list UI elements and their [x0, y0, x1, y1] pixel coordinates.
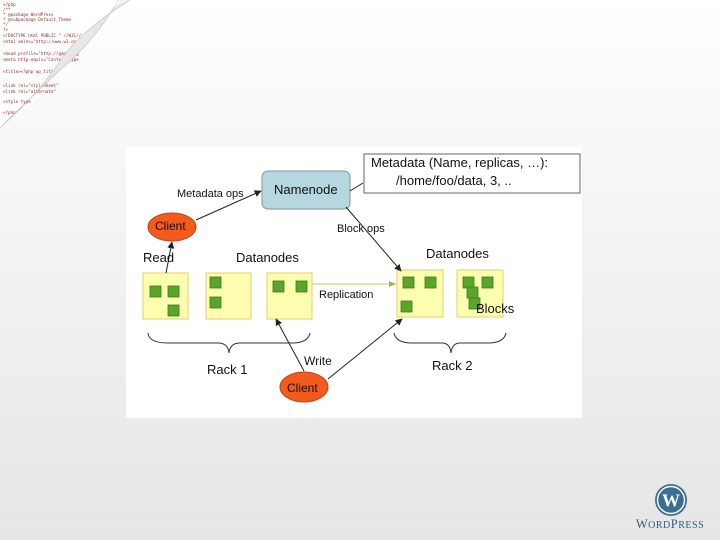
page-curl: <?php /** * @package WordPress * @subpac…	[0, 0, 130, 129]
block	[149, 285, 162, 298]
block	[424, 276, 437, 289]
rack2-label: Rack 2	[432, 358, 473, 373]
block	[295, 280, 308, 293]
curl-code-line: <?php	[3, 2, 16, 7]
block	[462, 276, 475, 289]
curl-code-line: <style type	[3, 99, 31, 104]
client-top-label: Client	[155, 219, 186, 233]
block	[400, 300, 413, 313]
curl-code-line: <link rel="stylesheet"	[3, 83, 58, 88]
block-ops-label: Block ops	[337, 223, 385, 235]
curl-code-line: <title><?php wp_title	[3, 69, 56, 74]
curl-code-line: <meta http-equiv="Content-Type	[3, 57, 79, 62]
arrow-read	[165, 241, 175, 274]
block	[209, 296, 222, 309]
connector-namenode-metadata	[349, 182, 364, 192]
replication-label: Replication	[319, 289, 374, 301]
wordmark-ord: ORD	[648, 520, 671, 531]
namenode-label: Namenode	[274, 182, 338, 197]
read-label: Read	[143, 250, 175, 265]
curl-code-line: <!DOCTYPE html PUBLIC "-//W3C//	[3, 33, 82, 38]
blocks-label: Blocks	[476, 301, 515, 316]
rack1-label: Rack 1	[207, 362, 248, 377]
svg-text:W: W	[662, 491, 680, 511]
write-label: Write	[304, 354, 332, 368]
metadata-box	[363, 153, 581, 194]
wordpress-wordmark: WORDPRESS	[631, 517, 709, 532]
curl-code-line: <?php	[3, 110, 16, 115]
block	[468, 297, 481, 310]
wordpress-logo-icon: W	[655, 484, 687, 516]
metadata-ops-label: Metadata ops	[177, 188, 244, 200]
diagram-canvas	[142, 153, 581, 403]
curl-code-line: */	[3, 22, 9, 27]
rack2-brace	[393, 332, 507, 354]
curl-code-line: <link rel="alternate"	[3, 89, 56, 94]
datanode-rack1-3	[266, 272, 313, 320]
wordmark-w: W	[635, 517, 649, 531]
curl-code-line: <head profile="http://gmpg.org	[3, 51, 79, 56]
arrow-metadata-ops	[195, 190, 262, 221]
curl-code-line: ?>	[3, 27, 9, 32]
block	[272, 280, 285, 293]
metadata-box-line1: Metadata (Name, replicas, …):	[371, 155, 549, 170]
metadata-box-line2: /home/foo/data, 3, ..	[396, 173, 512, 188]
client-bottom-label: Client	[287, 381, 318, 395]
client-top	[147, 212, 197, 242]
curl-code-line: * @package WordPress	[3, 12, 54, 17]
block	[209, 276, 222, 289]
rack1-brace	[147, 332, 311, 354]
data-blocks	[149, 276, 494, 317]
arrow-write-rack2	[327, 318, 403, 380]
curl-code-line: /**	[3, 7, 11, 12]
datanodes-left-label: Datanodes	[236, 250, 299, 265]
curl-code-line: <html xmlns="http://www.w3.org	[3, 39, 79, 44]
wordmark-ress: RESS	[678, 520, 705, 531]
curl-code-line: * @subpackage Default_Theme	[3, 17, 72, 22]
hdfs-architecture-diagram: Metadata (Name, replicas, …): /home/foo/…	[126, 147, 582, 418]
block	[402, 276, 415, 289]
arrow-write-rack1	[275, 318, 305, 372]
block	[466, 286, 479, 299]
wordmark-p: P	[670, 517, 679, 531]
block	[481, 276, 494, 289]
block	[167, 304, 180, 317]
replication-arrowhead	[389, 281, 396, 287]
block	[167, 285, 180, 298]
datanodes-right-label: Datanodes	[426, 246, 489, 261]
arrow-block-ops	[345, 206, 402, 272]
client-bottom	[279, 371, 329, 403]
namenode-box	[261, 170, 351, 210]
